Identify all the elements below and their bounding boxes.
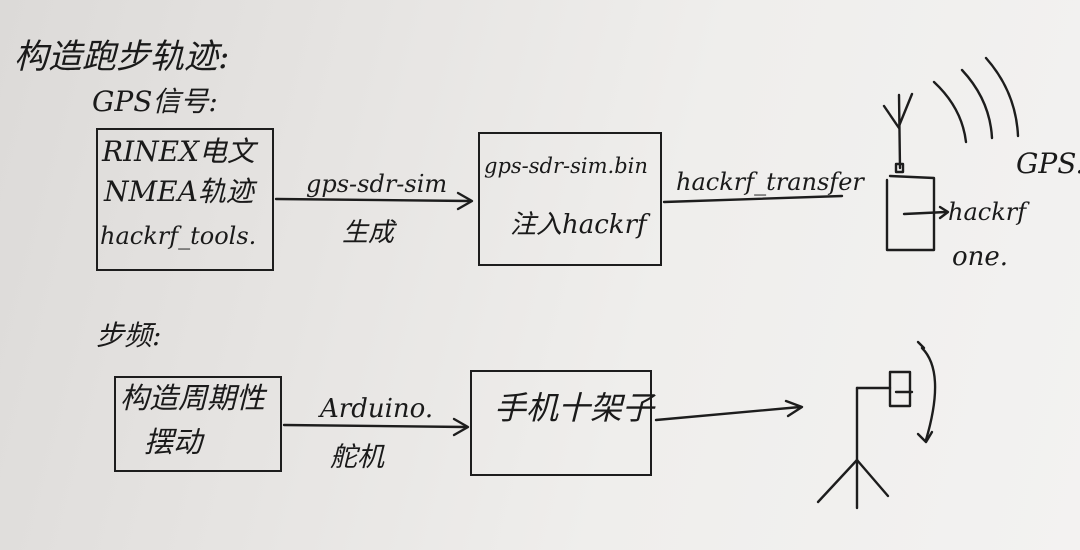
gps-source-line-3: hackrf_tools. (100, 222, 257, 250)
gps-source-line-2: NMEA轨迹 (104, 175, 254, 208)
gps-arrow-1 (274, 191, 474, 211)
gps-arrow2-top-label: hackrf_transfer (676, 168, 864, 196)
step-arrow1-top-label: Arduino. (320, 394, 434, 424)
step-arrow1-bottom-label: 舵机 (330, 442, 384, 473)
step-source-box (114, 376, 282, 472)
step-section-heading: 步频: (96, 319, 162, 352)
step-middle-line-1: 手机十架子 (494, 389, 655, 427)
step-middle-box (470, 370, 652, 476)
gps-arrow-2 (662, 194, 844, 204)
step-arrow-2 (654, 399, 804, 422)
step-arrow-1 (282, 417, 470, 437)
gps-source-line-1: RINEX电文 (102, 135, 256, 168)
gps-section-heading: GPS信号: (92, 85, 218, 118)
gps-signal-label: GPS. (1016, 147, 1080, 180)
gps-middle-box (478, 132, 662, 266)
phone-tripod-icon (816, 340, 937, 510)
gps-source-box (96, 128, 274, 271)
gps-middle-line-1: gps-sdr-sim.bin (484, 154, 648, 178)
gps-middle-line-2: 注入hackrf (510, 210, 647, 240)
device-label-line-1: hackrf (948, 198, 1027, 226)
antenna-icon (882, 92, 914, 174)
diagram-title: 构造跑步轨迹: (14, 37, 230, 77)
gps-arrow1-top-label: gps-sdr-sim (306, 170, 448, 198)
step-source-line-2: 摆动 (144, 425, 203, 459)
hackrf-device-icon (885, 174, 950, 252)
step-source-line-1: 构造周期性 (120, 381, 266, 415)
device-label-line-2: one. (952, 242, 1009, 272)
signal-waves-icon (932, 56, 1020, 144)
gps-arrow1-bottom-label: 生成 (342, 218, 395, 248)
